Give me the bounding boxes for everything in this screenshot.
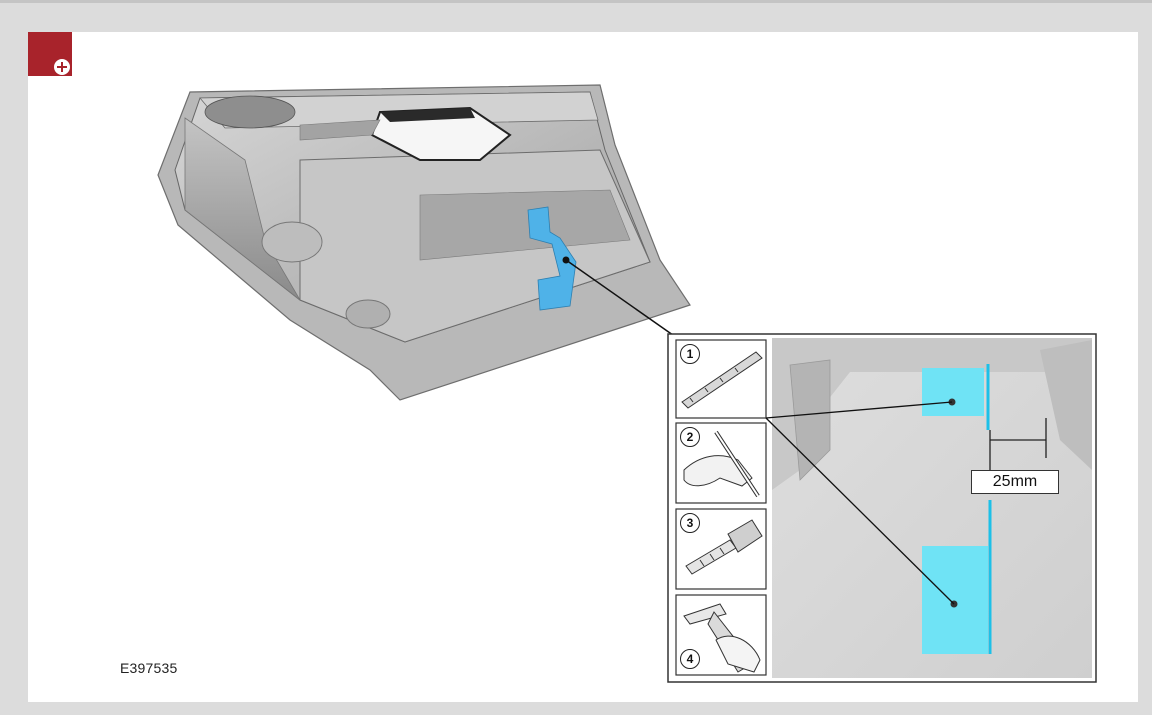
dimension-label: 25mm (971, 470, 1059, 494)
lower-tab-highlight (922, 546, 988, 654)
zoom-in-icon (54, 59, 70, 75)
detail-inset (667, 333, 1097, 683)
pan-opening-shadow (380, 108, 475, 122)
top-rule (0, 0, 1152, 3)
figure-id: E397535 (120, 660, 178, 676)
step-number-1: 1 (680, 344, 700, 364)
pan-front-band (419, 189, 631, 261)
upper-tab-highlight (922, 368, 984, 416)
leader-line-upper (765, 401, 953, 419)
pan-pad-left (261, 221, 323, 263)
oil-pan-illustration (157, 84, 691, 401)
zoom-button[interactable] (28, 32, 72, 76)
detail-bracket (789, 359, 831, 481)
pan-ridge (299, 119, 381, 141)
leader-line-main (565, 259, 681, 341)
drill-icon (685, 519, 763, 575)
detail-right-wall (1040, 340, 1092, 470)
ruler-icon (681, 351, 763, 409)
leader-line-lower (765, 417, 955, 605)
pan-pad-front (345, 299, 391, 329)
pan-left-well (204, 95, 296, 129)
cutting-tool-icon (683, 603, 761, 673)
step-number-4: 4 (680, 649, 700, 669)
cut-area-highlight (527, 206, 577, 311)
step-number-3: 3 (680, 513, 700, 533)
marker-pen-icon (683, 430, 760, 498)
step-number-2: 2 (680, 427, 700, 447)
